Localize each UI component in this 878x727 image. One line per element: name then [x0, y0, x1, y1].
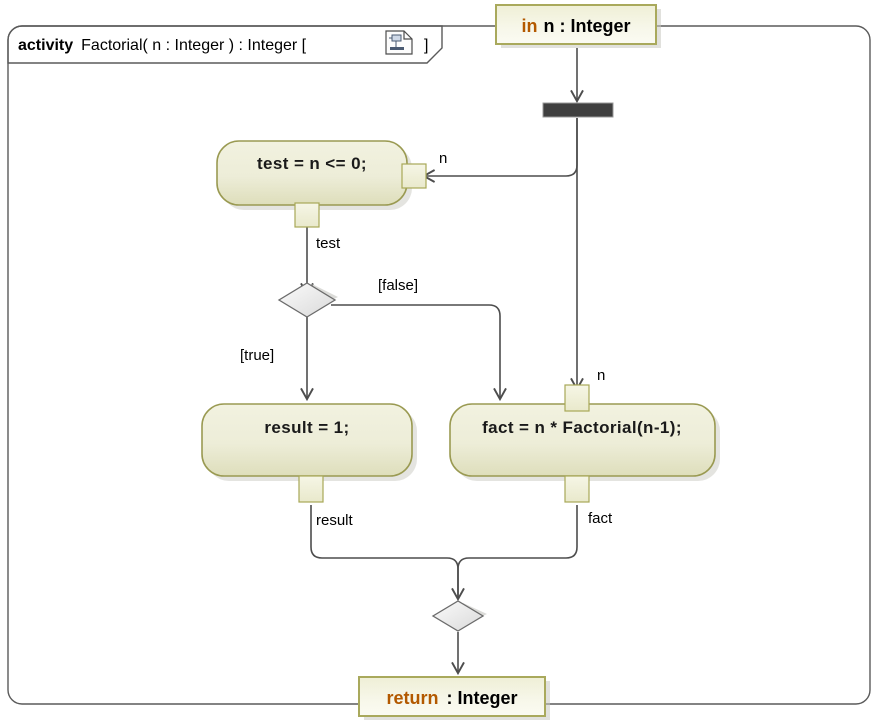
fork-bar[interactable]	[542, 102, 614, 118]
pin-fact-input[interactable]	[564, 384, 590, 412]
activity-header-text: activity Factorial( n : Integer ) : Integ…	[18, 37, 307, 54]
edge-false-to-fact	[331, 304, 507, 402]
edge-label-n-to-test: n	[439, 150, 447, 167]
action-node-result[interactable]: result = 1;	[201, 403, 417, 481]
activity-signature-close: ]	[424, 37, 428, 54]
flow-edges	[300, 48, 584, 676]
activity-keyword: activity	[18, 37, 73, 54]
edge-label-fact-out: fact	[588, 510, 613, 527]
action-node-test[interactable]: test = n <= 0;	[216, 140, 412, 210]
merge-node[interactable]	[431, 600, 487, 632]
activity-signature: Factorial( n : Integer ) : Integer [	[81, 37, 307, 54]
return-param-keyword: return	[386, 688, 438, 708]
edge-fact-to-merge	[457, 505, 578, 598]
input-parameter-node[interactable]: in n : Integer	[495, 4, 661, 48]
edge-n-to-test	[421, 118, 578, 183]
edge-label-test-out: test	[316, 235, 341, 252]
activity-header-tab	[7, 25, 443, 64]
svg-text:inn : Integer: in n : Integer	[521, 16, 630, 36]
action-result-label: result = 1;	[264, 418, 349, 437]
edge-label-n-to-fact: n	[597, 367, 605, 384]
return-param-label: : Integer	[447, 688, 518, 708]
svg-text:return: Integer: return : Integer	[386, 688, 517, 708]
pin-test-output[interactable]	[294, 202, 320, 228]
activity-frame	[7, 25, 871, 705]
return-parameter-node[interactable]: return : Integer	[358, 676, 550, 720]
edge-label-result-out: result	[316, 512, 354, 529]
action-test-label: test = n <= 0;	[257, 154, 367, 173]
pin-test-input[interactable]	[401, 163, 427, 189]
activity-diagram-icon[interactable]	[385, 30, 413, 55]
pin-fact-output[interactable]	[564, 475, 590, 503]
input-param-label: n : Integer	[543, 16, 630, 36]
edge-label-guard-true: [true]	[240, 347, 274, 364]
pin-result-output[interactable]	[298, 475, 324, 503]
edge-result-to-merge	[310, 505, 465, 602]
decision-node[interactable]	[277, 282, 338, 318]
edge-label-guard-false: [false]	[378, 277, 418, 294]
action-node-fact[interactable]: fact = n * Factorial(n-1);	[449, 403, 720, 481]
input-param-keyword: in	[521, 16, 537, 36]
action-fact-label: fact = n * Factorial(n-1);	[482, 418, 682, 437]
